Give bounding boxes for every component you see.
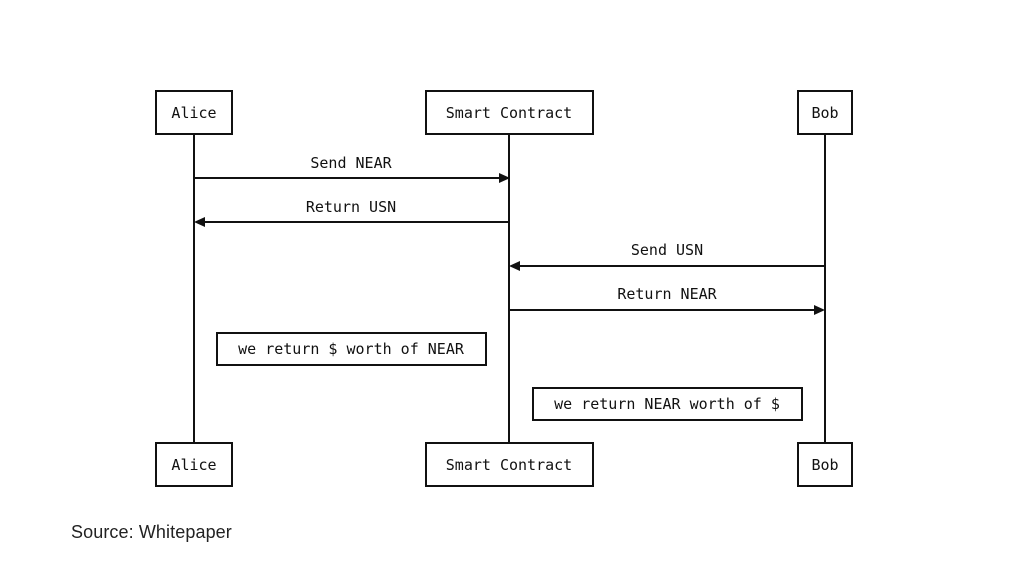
arrowhead-left-icon	[194, 217, 205, 227]
message-send-near: Send NEAR	[194, 154, 510, 183]
message-return-usn-label: Return USN	[306, 198, 396, 216]
participant-smart-contract-top-label: Smart Contract	[446, 104, 572, 122]
arrowhead-right-icon	[814, 305, 825, 315]
message-send-near-label: Send NEAR	[310, 154, 392, 172]
participant-bob-bottom: Bob	[797, 442, 853, 487]
note-bob: we return NEAR worth of $	[532, 387, 803, 421]
participant-bob-bottom-label: Bob	[811, 456, 838, 474]
note-alice-text: we return $ worth of NEAR	[238, 340, 465, 358]
message-return-usn: Return USN	[194, 198, 509, 227]
participant-alice-top: Alice	[155, 90, 233, 135]
participant-alice-top-label: Alice	[171, 104, 216, 122]
arrowhead-right-icon	[499, 173, 510, 183]
participant-bob-top: Bob	[797, 90, 853, 135]
message-return-near-label: Return NEAR	[617, 285, 717, 303]
participant-bob-top-label: Bob	[811, 104, 838, 122]
participant-smart-contract-bottom-label: Smart Contract	[446, 456, 572, 474]
message-return-near: Return NEAR	[509, 285, 825, 315]
participant-smart-contract-top: Smart Contract	[425, 90, 594, 135]
participant-alice-bottom-label: Alice	[171, 456, 216, 474]
note-bob-text: we return NEAR worth of $	[554, 395, 780, 413]
participant-alice-bottom: Alice	[155, 442, 233, 487]
arrowhead-left-icon	[509, 261, 520, 271]
message-send-usn-label: Send USN	[631, 241, 703, 259]
message-send-usn: Send USN	[509, 241, 825, 271]
note-alice: we return $ worth of NEAR	[216, 332, 487, 366]
participant-smart-contract-bottom: Smart Contract	[425, 442, 594, 487]
source-caption: Source: Whitepaper	[71, 522, 232, 542]
